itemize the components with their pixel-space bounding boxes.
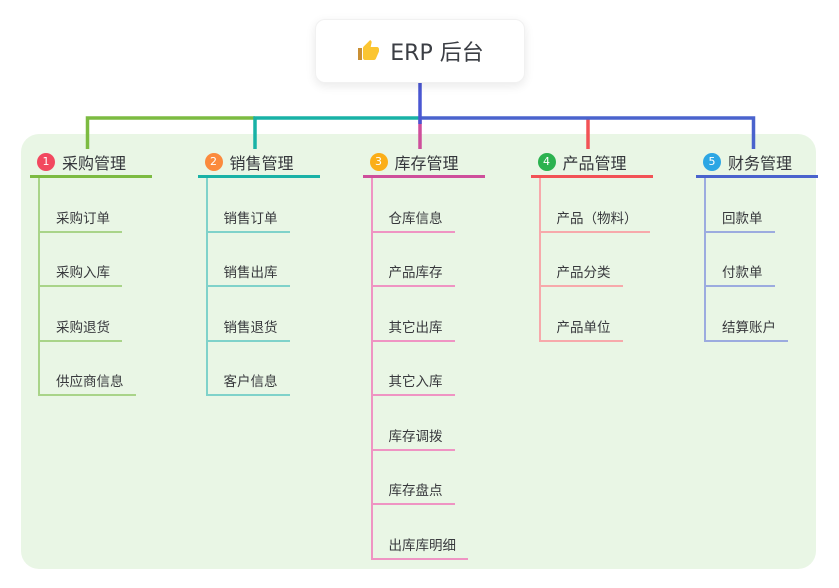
child-label: 其它出库 bbox=[388, 319, 443, 336]
child-label: 客户信息 bbox=[223, 374, 278, 390]
child-label: 产品库存 bbox=[388, 265, 443, 281]
child-node[interactable]: 产品分类 bbox=[538, 261, 623, 287]
child-label: 采购入库 bbox=[56, 265, 110, 281]
child-node[interactable]: 回款单 bbox=[704, 207, 775, 233]
child-label: 采购订单 bbox=[56, 210, 110, 227]
branch-label: 财务管理 bbox=[728, 153, 793, 173]
branch-title-4[interactable]: 4 产品管理 bbox=[530, 148, 653, 178]
branch-label: 产品管理 bbox=[562, 153, 627, 173]
branch-label: 采购管理 bbox=[62, 153, 127, 173]
child-node[interactable]: 库存盘点 bbox=[370, 479, 455, 505]
branch-children-connector-line bbox=[205, 178, 208, 396]
child-label: 回款单 bbox=[722, 210, 763, 227]
branch-children-connector-line bbox=[370, 178, 373, 560]
child-label: 付款单 bbox=[722, 265, 763, 281]
child-node[interactable]: 付款单 bbox=[704, 261, 775, 287]
child-label: 库存盘点 bbox=[388, 483, 443, 499]
child-label: 出库库明细 bbox=[388, 537, 457, 554]
root-node[interactable]: ERP 后台 bbox=[315, 19, 525, 83]
child-node[interactable]: 仓库信息 bbox=[370, 207, 455, 233]
child-label: 结算账户 bbox=[722, 319, 776, 336]
child-label: 产品单位 bbox=[556, 319, 611, 336]
child-label: 销售退货 bbox=[223, 319, 278, 336]
branch-children-connector-line bbox=[538, 178, 541, 342]
thumbs-up-icon bbox=[358, 40, 380, 60]
child-node[interactable]: 库存调拨 bbox=[370, 425, 455, 451]
child-node[interactable]: 销售订单 bbox=[205, 207, 290, 233]
branch-number-badge: 2 bbox=[204, 152, 223, 171]
branch-title-1[interactable]: 1 采购管理 bbox=[30, 148, 152, 178]
child-node[interactable]: 其它出库 bbox=[370, 316, 455, 342]
branches-background-panel bbox=[21, 134, 816, 569]
branch-label: 库存管理 bbox=[394, 153, 459, 173]
branch-number-badge: 3 bbox=[369, 152, 388, 171]
child-node[interactable]: 产品库存 bbox=[370, 261, 455, 287]
child-label: 销售出库 bbox=[223, 265, 278, 281]
branch-number-badge: 4 bbox=[537, 152, 556, 171]
child-label: 销售订单 bbox=[223, 210, 278, 227]
child-label: 产品（物料） bbox=[556, 210, 638, 227]
branch-children-connector-line bbox=[704, 178, 706, 342]
branch-number-badge: 1 bbox=[37, 152, 55, 171]
child-label: 采购退货 bbox=[56, 319, 110, 336]
branch-title-3[interactable]: 3 库存管理 bbox=[362, 148, 485, 178]
child-node[interactable]: 其它入库 bbox=[370, 370, 455, 396]
child-node[interactable]: 销售退货 bbox=[205, 316, 290, 342]
branch-title-2[interactable]: 2 销售管理 bbox=[197, 148, 320, 178]
child-node[interactable]: 供应商信息 bbox=[38, 370, 136, 396]
child-node[interactable]: 采购入库 bbox=[38, 261, 122, 287]
branch-title-5[interactable]: 5 财务管理 bbox=[696, 148, 818, 178]
child-node[interactable]: 出库库明细 bbox=[370, 534, 468, 560]
child-label: 产品分类 bbox=[556, 265, 611, 281]
child-node[interactable]: 产品（物料） bbox=[538, 207, 650, 233]
root-node-label: ERP 后台 bbox=[390, 41, 484, 66]
child-node[interactable]: 销售出库 bbox=[205, 261, 290, 287]
child-node[interactable]: 采购订单 bbox=[38, 207, 122, 233]
child-label: 其它入库 bbox=[388, 374, 443, 390]
child-label: 供应商信息 bbox=[56, 374, 124, 390]
child-label: 仓库信息 bbox=[388, 210, 443, 227]
branch-children-connector-line bbox=[38, 178, 40, 396]
child-node[interactable]: 产品单位 bbox=[538, 316, 623, 342]
branch-label: 销售管理 bbox=[229, 153, 294, 173]
child-node[interactable]: 采购退货 bbox=[38, 316, 122, 342]
child-node[interactable]: 结算账户 bbox=[704, 316, 788, 342]
branch-number-badge: 5 bbox=[703, 152, 721, 171]
child-label: 库存调拨 bbox=[388, 428, 443, 445]
child-node[interactable]: 客户信息 bbox=[205, 370, 290, 396]
